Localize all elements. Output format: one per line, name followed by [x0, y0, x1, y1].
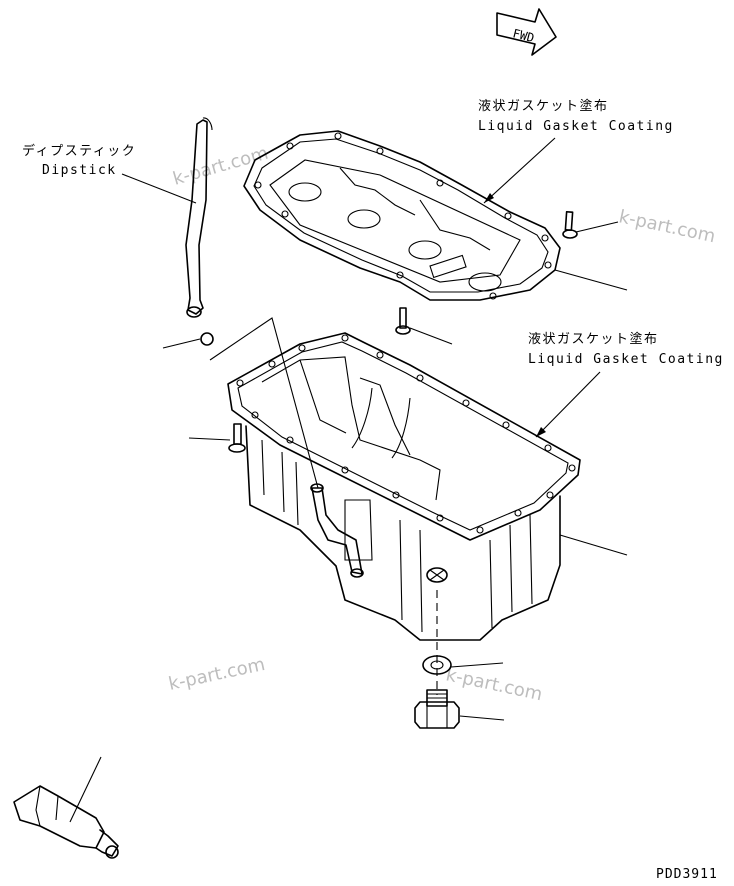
baffle-bolt-lower: [395, 307, 411, 335]
callout-gasket-lower-en: Liquid Gasket Coating: [528, 352, 724, 367]
dipstick-guide-tube: [310, 483, 364, 578]
leader-line: [483, 137, 556, 204]
leader-line: [409, 327, 453, 345]
watermark: k-part.com: [617, 206, 717, 247]
drain-washer: [422, 655, 452, 675]
drain-washer-inner: [430, 660, 444, 670]
leader-line: [209, 317, 319, 489]
callout-dipstick-en: Dipstick: [42, 163, 117, 178]
leader-line: [535, 371, 601, 438]
callout-dipstick-jp: ディプスティック: [22, 143, 136, 159]
fwd-label: FWD: [511, 26, 535, 45]
gasket-tube-icon: [13, 785, 119, 859]
leader-line: [554, 269, 628, 291]
callout-gasket-upper-en: Liquid Gasket Coating: [478, 119, 674, 134]
o-ring: [200, 332, 214, 346]
leader-arrowhead: [536, 427, 546, 437]
leader-line: [459, 715, 505, 721]
dipstick: [185, 117, 213, 318]
baffle-plate: [243, 130, 561, 301]
leader-line: [162, 338, 201, 349]
leader-line: [575, 221, 619, 233]
drain-plug: [414, 689, 460, 729]
leader-line: [69, 756, 102, 823]
baffle-bolt: [562, 211, 578, 239]
leader-line: [121, 173, 197, 204]
watermark: k-part.com: [444, 664, 544, 705]
leader-line: [450, 662, 504, 668]
oil-pan: [227, 332, 581, 641]
fwd-arrow-icon: FWD: [496, 8, 557, 56]
leader-line: [188, 437, 231, 441]
leader-line: [559, 534, 628, 556]
leader-arrowhead: [484, 193, 494, 203]
callout-gasket-lower-jp: 液状ガスケット塗布: [528, 331, 659, 347]
drawing-number: PDD3911: [656, 867, 718, 882]
pan-bolt: [228, 423, 246, 453]
watermark: k-part.com: [167, 654, 267, 695]
callout-gasket-upper-jp: 液状ガスケット塗布: [478, 98, 609, 114]
